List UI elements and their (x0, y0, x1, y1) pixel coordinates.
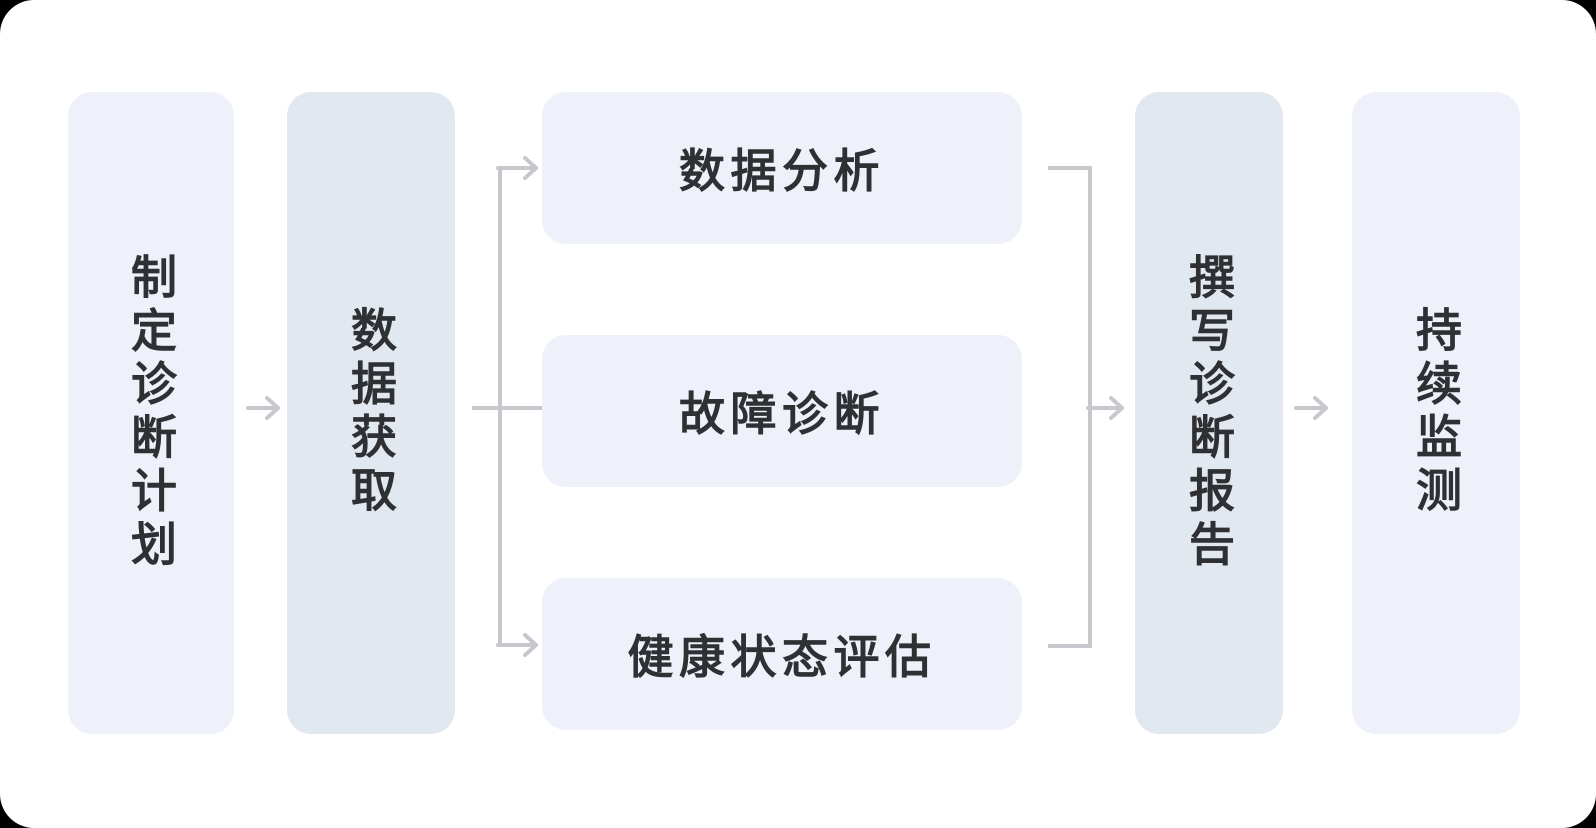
connector-branch-to-fault (498, 406, 542, 410)
connector-acquire-stub (472, 406, 502, 410)
connector-analysis-to-merge (1048, 166, 1092, 170)
arrow-merge-to-report (1086, 396, 1124, 420)
node-analysis[interactable]: 数据分析 (542, 92, 1022, 244)
connector-health-to-merge (1048, 644, 1092, 648)
node-acquire-label: 数据获取 (345, 306, 398, 520)
node-report[interactable]: 撰写诊断报告 (1135, 92, 1283, 734)
node-report-label: 撰写诊断报告 (1183, 252, 1236, 574)
node-monitor[interactable]: 持续监测 (1352, 92, 1520, 734)
arrow-branch-to-health (496, 633, 538, 657)
node-plan-label: 制定诊断计划 (125, 252, 178, 574)
arrow-branch-to-analysis (496, 156, 538, 180)
node-fault[interactable]: 故障诊断 (542, 335, 1022, 487)
node-acquire[interactable]: 数据获取 (287, 92, 455, 734)
node-health[interactable]: 健康状态评估 (542, 578, 1022, 730)
node-monitor-label: 持续监测 (1410, 306, 1463, 520)
node-plan[interactable]: 制定诊断计划 (68, 92, 234, 734)
arrow-report-to-monitor (1294, 396, 1328, 420)
node-health-label: 健康状态评估 (627, 631, 937, 683)
node-analysis-label: 数据分析 (678, 145, 886, 197)
node-fault-label: 故障诊断 (678, 388, 886, 440)
arrow-plan-to-acquire (246, 396, 280, 420)
